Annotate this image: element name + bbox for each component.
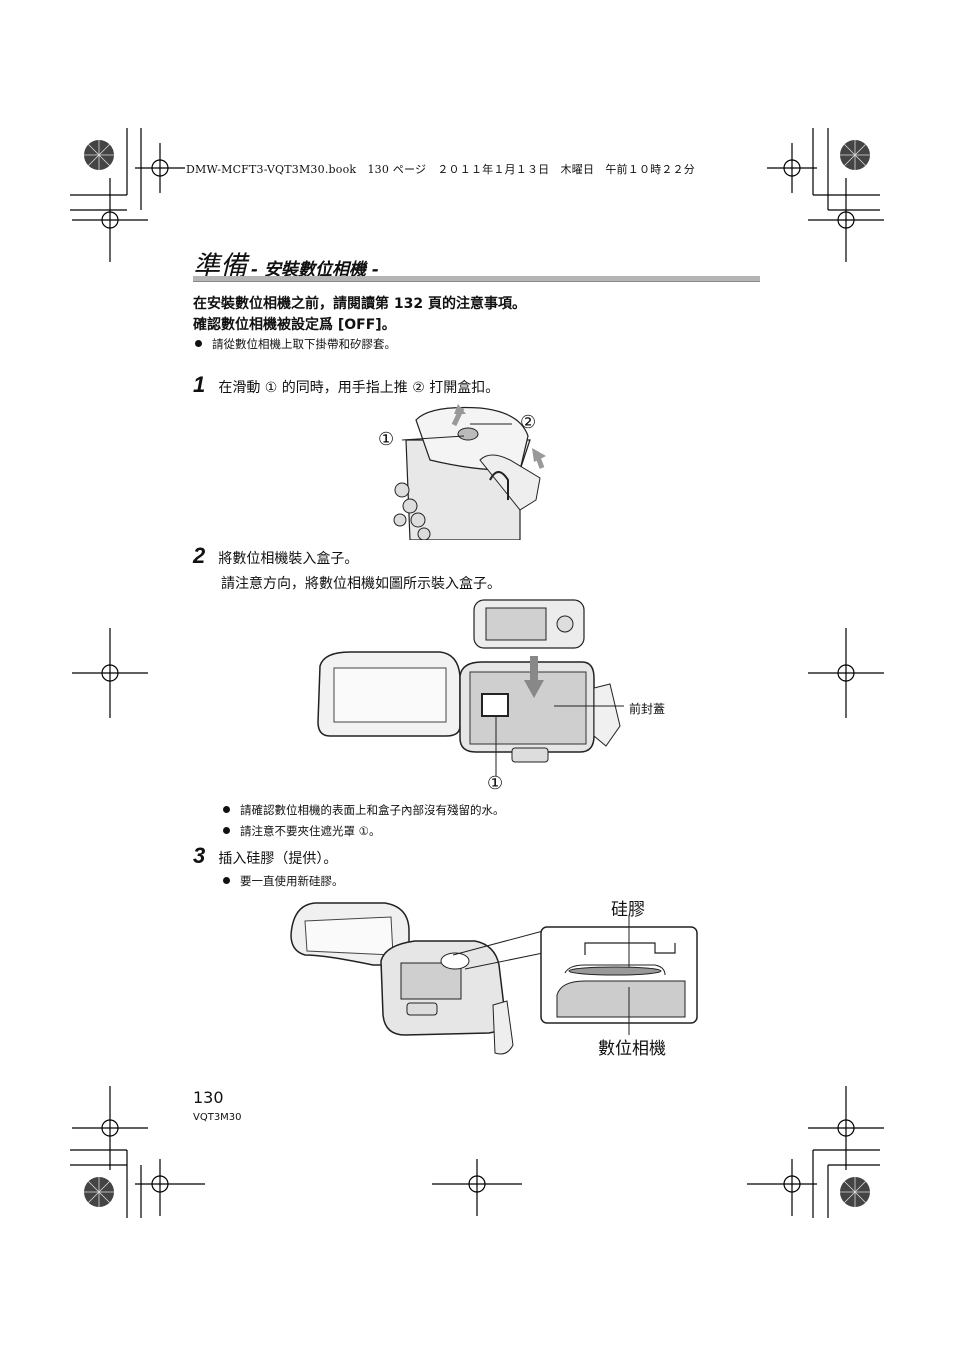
fig2-front-cover-label: 前封蓋 — [629, 702, 666, 716]
step-text: 插入硅膠（提供）。 — [218, 851, 338, 867]
intro-line-1: 在安裝數位相機之前，請閱讀第 132 頁的注意事項。 — [193, 296, 526, 312]
bullet-icon — [223, 827, 230, 834]
step-2-note: 請確認數位相機的表面上和盒子內部沒有殘留的水。 — [223, 802, 505, 818]
fig2-label-1: ① — [487, 773, 504, 794]
figure-insert-camera — [317, 599, 624, 776]
step-2-subtext: 請注意方向，將數位相機如圖所示裝入盒子。 — [221, 576, 501, 592]
fig3-camera-label: 數位相機 — [598, 1039, 666, 1059]
step-1: 1 在滑動 ① 的同時，用手指上推 ② 打開盒扣。 — [193, 372, 499, 398]
step-number: 2 — [193, 543, 206, 568]
title-rule-line — [193, 281, 760, 282]
figure-insert-silica — [290, 902, 698, 1055]
bullet-icon — [195, 340, 202, 347]
step-number: 1 — [193, 372, 206, 397]
fig1-label-1: ① — [378, 429, 395, 450]
step-text: 將數位相機裝入盒子。 — [218, 551, 359, 567]
step-2-note: 請注意不要夾住遮光罩 ①。 — [223, 823, 380, 839]
title-sub: - 安裝數位相機 - — [251, 260, 379, 280]
step-3: 3 插入硅膠（提供）。 — [193, 843, 337, 869]
step-3-note: 要一直使用新硅膠。 — [223, 873, 344, 889]
fig3-silica-label: 硅膠 — [611, 900, 645, 920]
page-number: 130 — [193, 1088, 224, 1107]
bullet-icon — [223, 806, 230, 813]
bullet-icon — [223, 877, 230, 884]
figure-open-latch — [393, 404, 546, 540]
print-header: DMW-MCFT3-VQT3M30.book 130 ページ ２０１１年１月１３… — [186, 163, 695, 176]
fig1-label-2: ② — [520, 412, 537, 433]
title-rule — [193, 276, 760, 281]
step-number: 3 — [193, 843, 206, 868]
step-text: 在滑動 ① 的同時，用手指上推 ② 打開盒扣。 — [218, 380, 500, 396]
step-2: 2 將數位相機裝入盒子。 — [193, 543, 358, 569]
intro-note: 請從數位相機上取下掛帶和矽膠套。 — [195, 336, 396, 352]
intro-line-2: 確認數位相機被設定爲 [OFF]。 — [193, 317, 396, 333]
document-code: VQT3M30 — [193, 1112, 242, 1123]
